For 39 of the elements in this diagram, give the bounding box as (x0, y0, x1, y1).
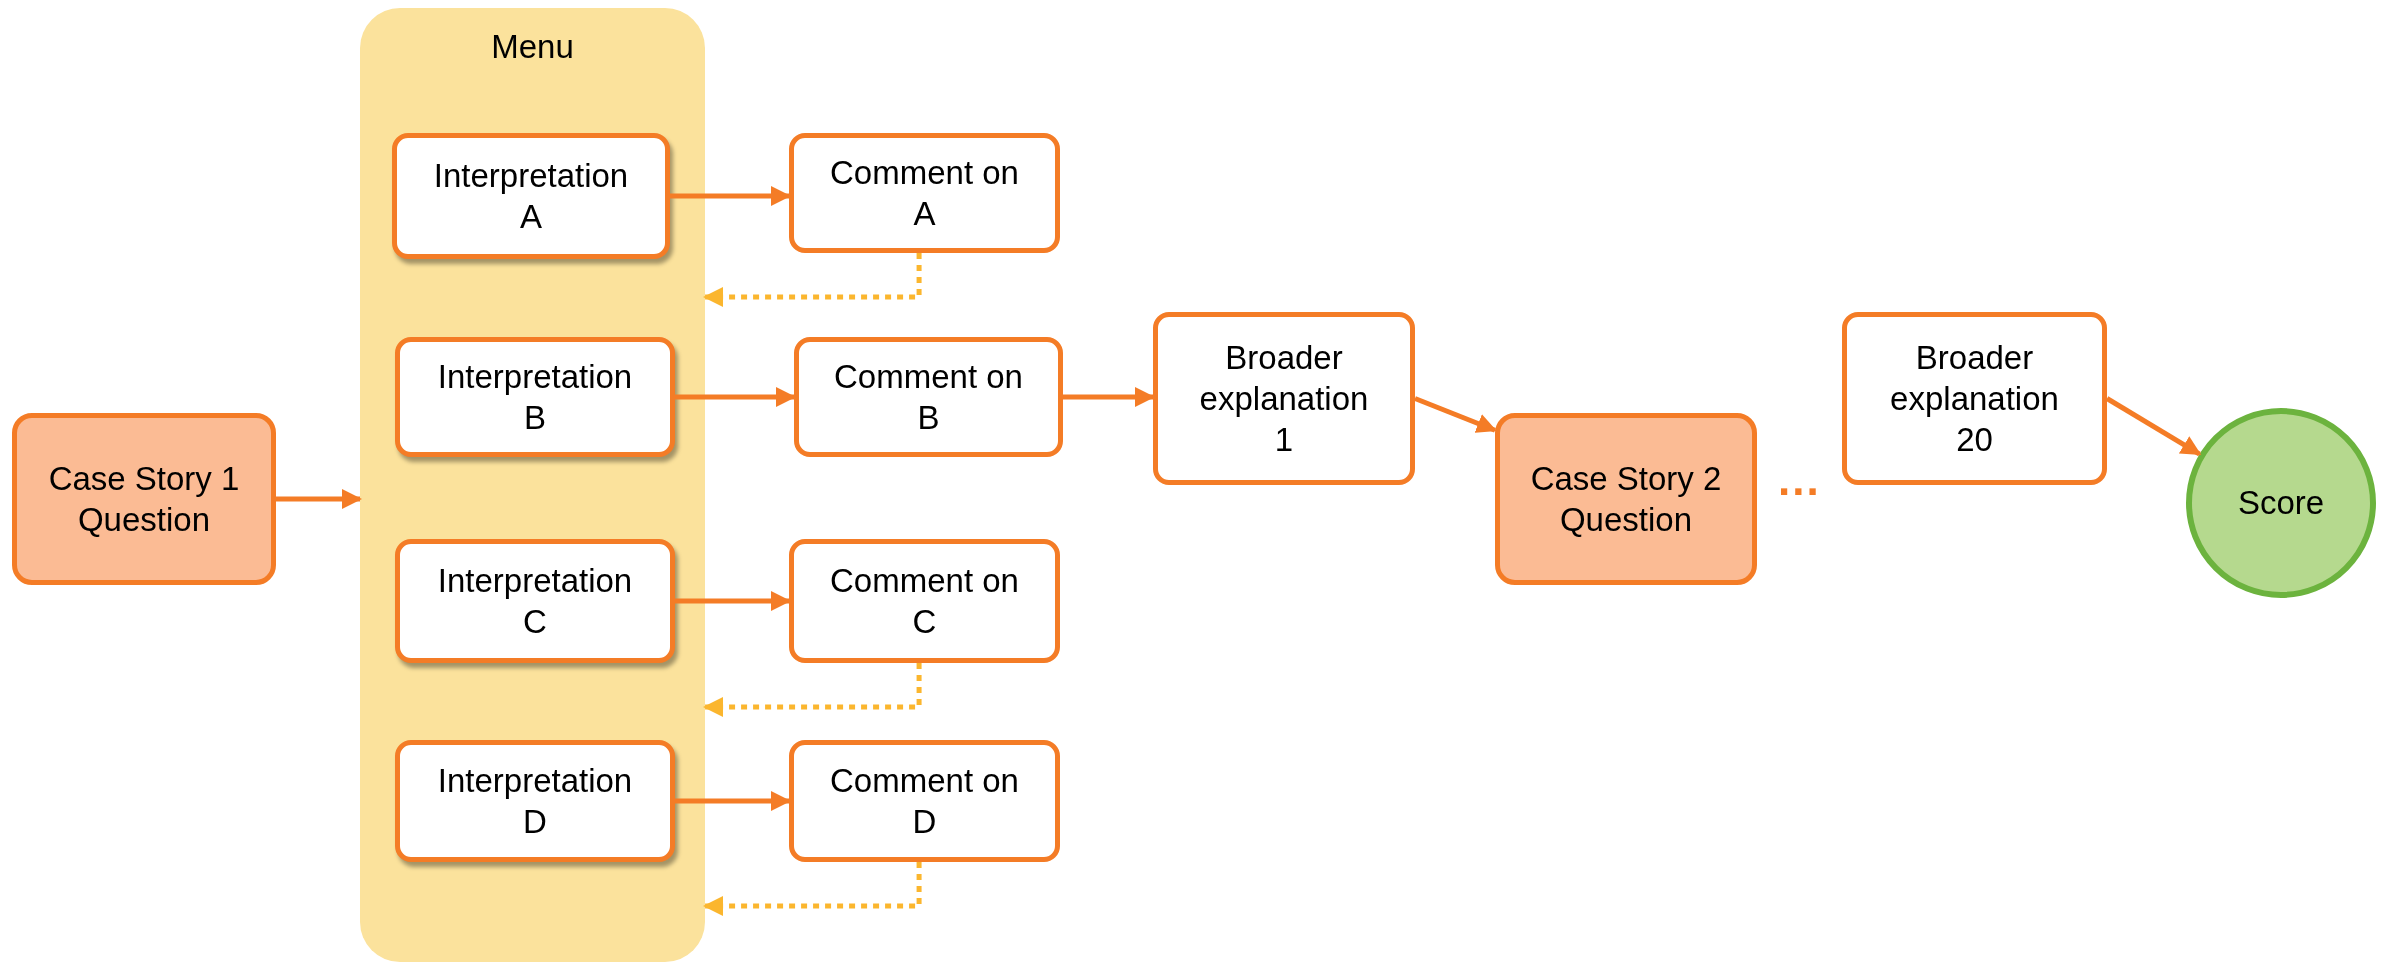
process-box (395, 740, 675, 862)
node-label: Comment on A (829, 152, 1020, 234)
node-label: Score (2236, 483, 2326, 524)
arrow (1414, 396, 1497, 433)
node-label: Interpretation B (436, 356, 634, 438)
process-box (1495, 413, 1757, 585)
arrow (1063, 387, 1155, 407)
process-box (392, 133, 670, 259)
node-label: Case Story 1 Question (47, 458, 241, 540)
node-label: Broader explanation 20 (1889, 337, 2060, 461)
arrow (276, 489, 362, 509)
dashed-arrow (703, 663, 922, 717)
process-box (395, 539, 675, 663)
process-box (789, 539, 1060, 663)
menu-panel (360, 8, 705, 962)
process-box (1842, 312, 2107, 485)
arrow (675, 791, 791, 811)
node-label: Interpretation C (436, 560, 634, 642)
ellipsis-label: ... (1778, 455, 1821, 505)
arrow (675, 591, 791, 611)
arrow (675, 387, 796, 407)
dashed-arrow (703, 862, 922, 916)
node-label: Comment on C (829, 560, 1020, 642)
process-box (395, 337, 675, 457)
node-label: Comment on B (833, 356, 1024, 438)
process-box (1153, 312, 1415, 485)
panel-title: Menu (490, 27, 575, 67)
arrow (670, 186, 791, 206)
node-label: Interpretation D (436, 760, 634, 842)
process-box (789, 133, 1060, 253)
node-label: Interpretation A (432, 155, 630, 237)
node-label: Case Story 2 Question (1529, 458, 1723, 540)
arrow (2105, 396, 2202, 457)
node-label: Broader explanation 1 (1198, 337, 1370, 461)
process-box (12, 413, 276, 585)
process-box (789, 740, 1060, 862)
dashed-arrow (703, 253, 922, 307)
process-box (794, 337, 1063, 457)
node-label: Comment on D (829, 760, 1020, 842)
